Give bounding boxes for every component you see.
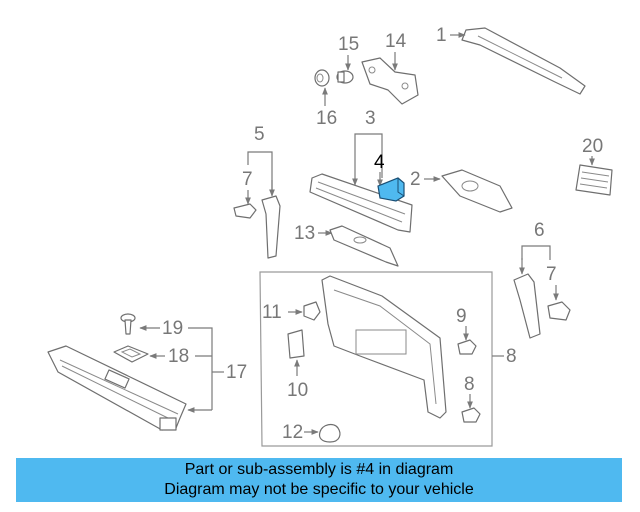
leader-5-bracket bbox=[247, 151, 273, 195]
part-5-left-pillar[interactable] bbox=[261, 195, 281, 259]
callout-15: 14 bbox=[385, 31, 407, 52]
callout-6: 6 bbox=[534, 220, 545, 241]
leader-3-bracket bbox=[354, 133, 383, 148]
part-6-right-pillar[interactable] bbox=[513, 273, 541, 339]
callout-1: 1 bbox=[436, 25, 447, 46]
callout-13: 12 bbox=[282, 422, 303, 443]
part-10-clip[interactable] bbox=[457, 339, 477, 355]
part-20-screw[interactable] bbox=[120, 313, 136, 335]
callout-20: 19 bbox=[162, 318, 183, 339]
callout-7-right: 7 bbox=[546, 264, 557, 285]
part-15-bracket[interactable] bbox=[361, 57, 419, 105]
part-7-left-clip[interactable] bbox=[233, 203, 257, 219]
part-14-lower-trim[interactable] bbox=[329, 225, 399, 267]
part-12-clip[interactable] bbox=[303, 301, 321, 321]
callout-4: 4 bbox=[374, 152, 385, 173]
callout-16: 15 bbox=[338, 34, 359, 55]
part-2-mid-panel[interactable] bbox=[441, 169, 513, 213]
part-16-clip[interactable] bbox=[336, 70, 354, 84]
part-8-tailgate-panel[interactable] bbox=[321, 275, 447, 419]
callout-14: 13 bbox=[294, 223, 315, 244]
part-11-plate[interactable] bbox=[287, 329, 305, 359]
banner-line-1: Part or sub-assembly is #4 in diagram bbox=[184, 461, 454, 478]
callout-7-left: 7 bbox=[242, 169, 253, 190]
part-17-grommet[interactable] bbox=[314, 69, 330, 87]
part-18-cargo-cover[interactable] bbox=[47, 345, 187, 431]
part-9-clip[interactable] bbox=[461, 407, 481, 423]
part-3-upper-panel[interactable] bbox=[309, 173, 413, 233]
callout-2: 2 bbox=[410, 169, 421, 190]
info-banner: Part or sub-assembly is #4 in diagram Di… bbox=[16, 458, 622, 502]
leader-6-bracket bbox=[521, 245, 551, 260]
part-7-right-clip[interactable] bbox=[547, 301, 571, 321]
part-21-vent[interactable] bbox=[575, 164, 613, 196]
part-4-highlight-clip[interactable] bbox=[377, 177, 405, 202]
callout-3: 3 bbox=[365, 108, 376, 129]
callout-17: 16 bbox=[316, 108, 337, 129]
banner-line-2: Diagram may not be specific to your vehi… bbox=[164, 481, 474, 498]
part-19-bracket[interactable] bbox=[113, 345, 149, 363]
leader-20-bracket bbox=[188, 327, 213, 410]
group-8-box bbox=[259, 271, 493, 447]
part-1-upper-trim[interactable] bbox=[461, 27, 586, 95]
callout-9: 8 bbox=[464, 374, 475, 395]
callout-12: 11 bbox=[262, 302, 282, 323]
callout-11: 10 bbox=[287, 380, 308, 401]
callout-18: 17 bbox=[226, 362, 247, 383]
callout-10: 9 bbox=[456, 306, 467, 327]
part-13-cap[interactable] bbox=[318, 423, 341, 443]
callout-5: 5 bbox=[254, 124, 265, 145]
callout-21: 20 bbox=[582, 136, 603, 157]
callout-8: 8 bbox=[506, 346, 517, 367]
callout-19: 18 bbox=[168, 346, 189, 367]
